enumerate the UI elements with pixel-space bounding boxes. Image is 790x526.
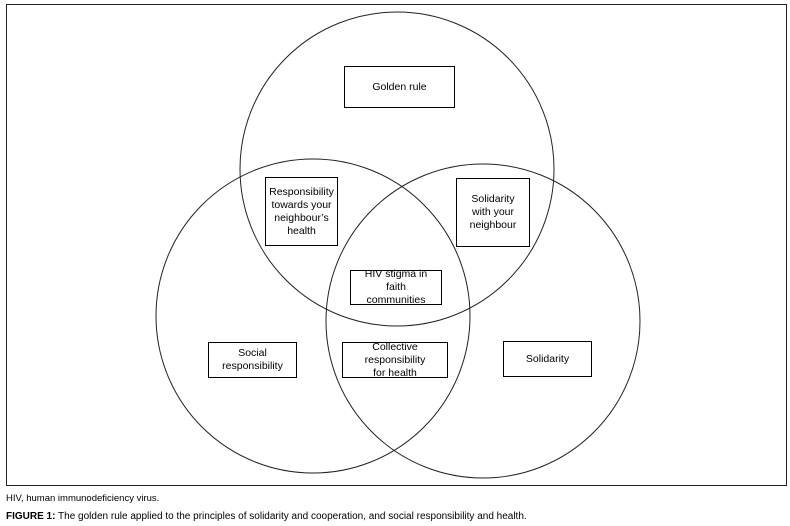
caption-label: FIGURE 1: xyxy=(6,511,56,522)
golden-rule-box: Golden rule xyxy=(344,66,455,108)
venn-circle-top xyxy=(239,11,555,327)
social-responsibility-box: Social responsibility xyxy=(208,342,297,378)
venn-circle-right xyxy=(325,163,641,479)
responsibility-neighbour-box: Responsibility towards your neighbour’s … xyxy=(265,177,338,246)
footnote: HIV, human immunodeficiency virus. xyxy=(6,493,160,504)
collective-responsibility-box: Collective responsibility for health xyxy=(342,341,448,379)
figure-frame xyxy=(6,4,787,486)
figure-caption: FIGURE 1: The golden rule applied to the… xyxy=(6,511,527,522)
caption-text: The golden rule applied to the principle… xyxy=(55,511,527,522)
solidarity-neighbour-box: Solidarity with your neighbour xyxy=(456,178,530,247)
venn-circle-left xyxy=(155,158,471,474)
solidarity-box: Solidarity xyxy=(503,341,592,377)
hiv-stigma-box: HIV stigma in faith communities xyxy=(350,268,442,306)
